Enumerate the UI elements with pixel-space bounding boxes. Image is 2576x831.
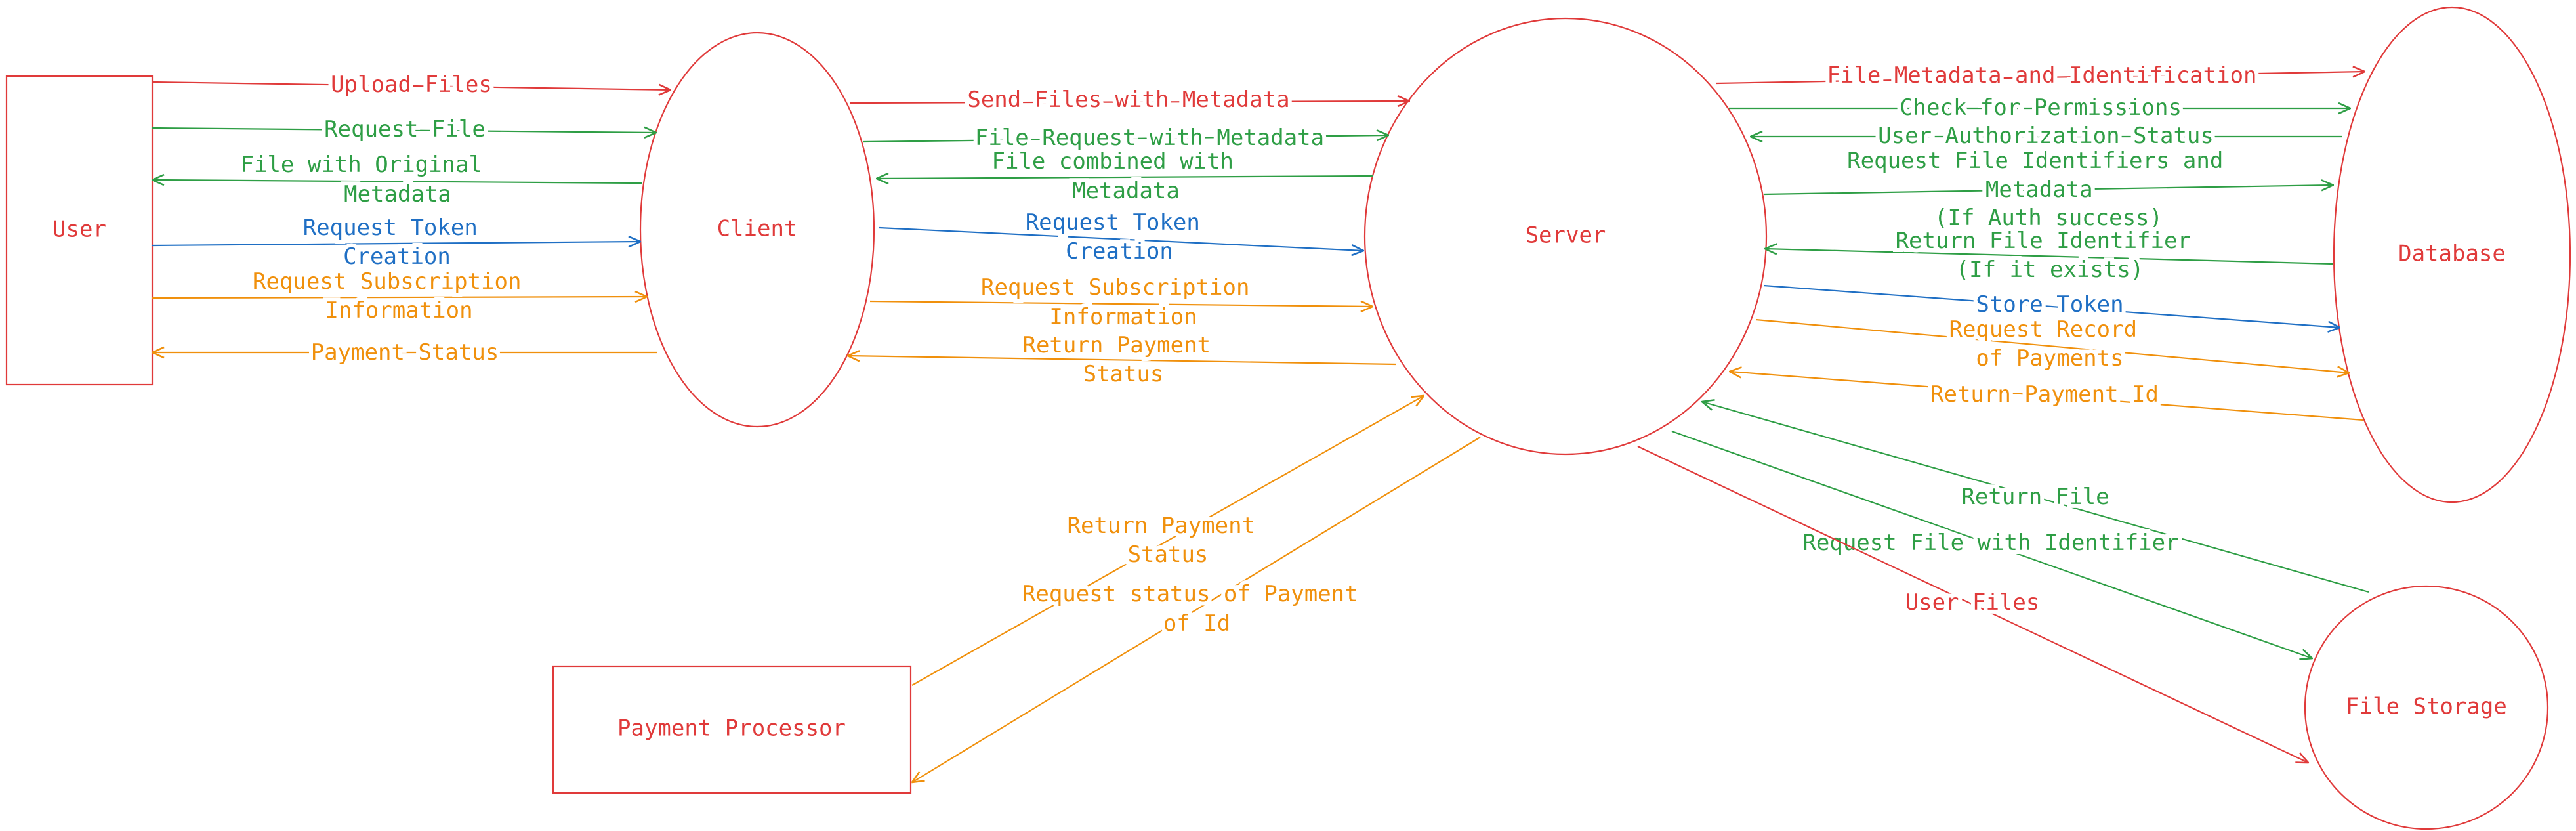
flow-label: Send Files with Metadata bbox=[967, 87, 1289, 113]
flow-request-subscription-user: Request Subscription Information bbox=[152, 265, 647, 328]
flow-label: Request Record of Payments bbox=[1949, 316, 2150, 372]
flow-label: Return File Identifier (If it exists) bbox=[1896, 228, 2205, 283]
flow-label: Return Payment Status bbox=[1067, 513, 1268, 568]
flow-request-record-of-payments: Request Record of Payments bbox=[1755, 312, 2349, 373]
flow-request-subscription-client: Request Subscription Information bbox=[869, 270, 1373, 334]
flow-request-token-user: Request Token Creation bbox=[152, 211, 640, 274]
database-label: Database bbox=[2398, 241, 2506, 267]
flow-label: Upload Files bbox=[331, 72, 492, 98]
flow-return-file: Return File bbox=[1702, 402, 2369, 593]
server-label: Server bbox=[1526, 223, 1606, 249]
flow-label: Request File Identifiers and Metadata (I… bbox=[1847, 148, 2237, 231]
file-storage-node: File Storage bbox=[2304, 585, 2549, 830]
flow-request-file-user: Request File bbox=[152, 112, 656, 146]
server-ellipse bbox=[1363, 17, 1768, 456]
server-node: Server bbox=[1363, 17, 1768, 456]
flow-label: Return File bbox=[1961, 484, 2109, 510]
flow-label: Payment Status bbox=[311, 339, 499, 366]
database-ellipse bbox=[2333, 6, 2571, 503]
payment-processor-node: Payment Processor bbox=[552, 665, 912, 794]
flow-file-metadata-identification: File Metadata and Identification bbox=[1716, 58, 2365, 93]
payment-processor-box bbox=[552, 665, 912, 794]
flow-label: Request Subscription Information bbox=[981, 274, 1263, 330]
flow-label: File with Original Metadata bbox=[241, 152, 496, 207]
flow-label: Check for Permissions bbox=[1900, 95, 2182, 121]
flow-label: User Authorization Status bbox=[1878, 123, 2214, 149]
flow-request-token-client: Request Token Creation bbox=[879, 205, 1363, 268]
flow-label: File Metadata and Identification bbox=[1827, 62, 2256, 89]
payment-processor-label: Payment Processor bbox=[617, 715, 846, 742]
flow-request-file-with-identifier: Request File with Identifier bbox=[1671, 430, 2312, 658]
flow-label: File Request with Metadata bbox=[975, 125, 1324, 151]
user-box bbox=[5, 75, 154, 386]
flow-file-with-original-metadata: File with Original Metadata bbox=[152, 148, 642, 211]
flow-label: Return Payment Id bbox=[1930, 381, 2159, 408]
flow-upload-files: Upload Files bbox=[152, 68, 671, 102]
flow-request-status-of-payment: Request status of Payment of Id bbox=[912, 437, 1481, 782]
client-ellipse bbox=[639, 32, 875, 428]
flow-request-file-identifiers: Request File Identifiers and Metadata (I… bbox=[1763, 144, 2333, 235]
flow-label: Request Token Creation bbox=[303, 215, 491, 270]
database-node: Database bbox=[2333, 6, 2571, 503]
flow-label: User Files bbox=[1905, 589, 2040, 616]
flow-return-payment-id: Return Payment Id bbox=[1730, 372, 2364, 421]
flow-check-permissions: Check for Permissions bbox=[1729, 91, 2350, 125]
user-node: User bbox=[5, 75, 154, 386]
flow-payment-status-user: Payment Status bbox=[152, 335, 657, 370]
file-storage-circle bbox=[2304, 585, 2549, 830]
flow-file-request-with-metadata: File Request with Metadata bbox=[863, 121, 1388, 155]
file-storage-label: File Storage bbox=[2346, 694, 2507, 720]
client-node: Client bbox=[639, 32, 875, 428]
user-label: User bbox=[52, 217, 106, 243]
flow-label: Request Subscription Information bbox=[253, 268, 535, 324]
flow-file-combined-with-metadata: File combined with Metadata bbox=[877, 144, 1373, 208]
flow-label: Return Payment Status bbox=[1022, 332, 1224, 387]
flow-label: Store Token bbox=[1976, 291, 2123, 318]
flow-label: Request Token Creation bbox=[1026, 209, 1214, 265]
flow-label: File combined with Metadata bbox=[992, 148, 1247, 204]
flow-store-token: Store Token bbox=[1763, 284, 2340, 328]
flow-label: Request File with Identifier bbox=[1802, 530, 2178, 556]
flow-return-payment-status-processor: Return Payment Status bbox=[911, 396, 1424, 686]
flow-label: Request File bbox=[324, 116, 486, 142]
flow-user-files: User Files bbox=[1637, 446, 2308, 763]
flow-return-file-identifier: Return File Identifier (If it exists) bbox=[1765, 224, 2334, 287]
flow-label: Request status of Payment of Id bbox=[1022, 581, 1371, 637]
flow-return-payment-status-client: Return Payment Status bbox=[848, 328, 1397, 391]
client-label: Client bbox=[717, 216, 798, 242]
flow-user-authorization-status: User Authorization Status bbox=[1751, 119, 2342, 153]
flow-send-files-with-metadata: Send Files with Metadata bbox=[849, 83, 1409, 117]
